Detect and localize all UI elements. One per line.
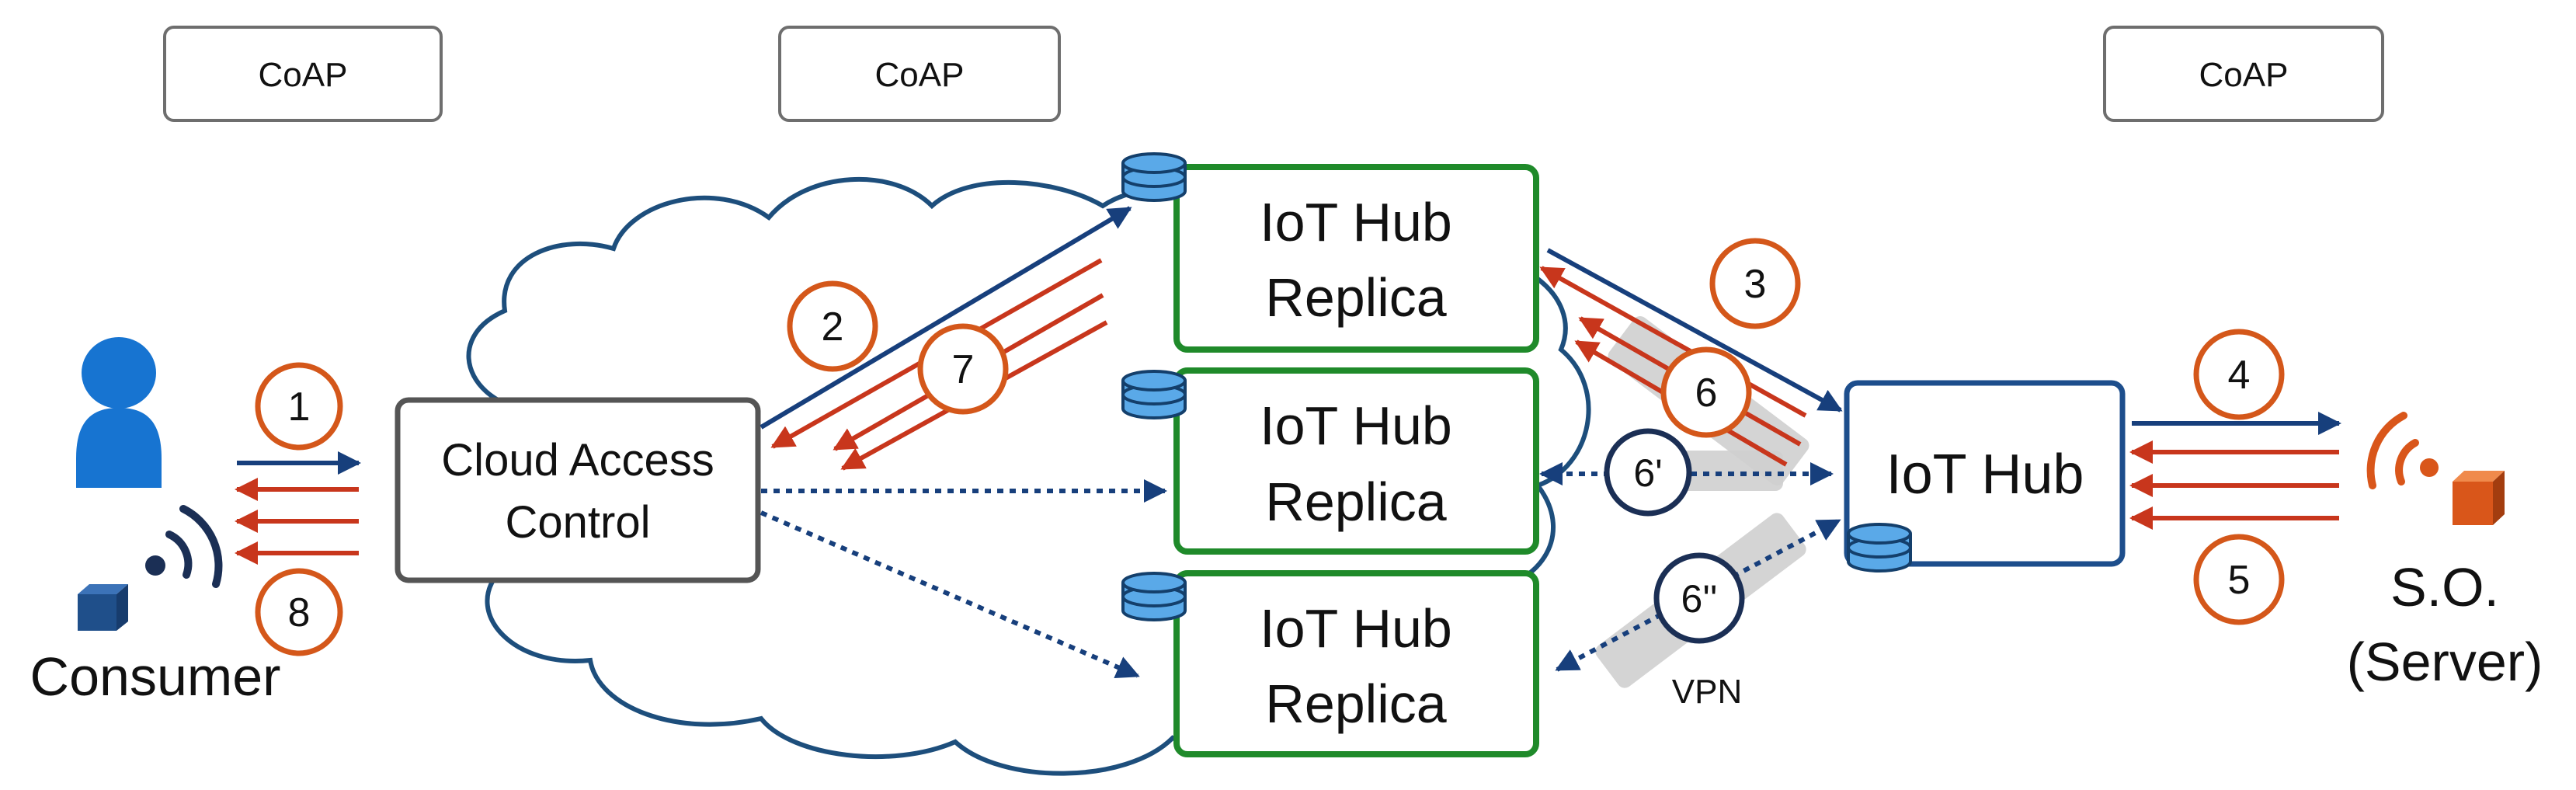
step-5-marker: 5 [2193, 534, 2285, 625]
protocol-box-right: CoAP [2103, 26, 2384, 122]
replica-label: IoT Hub [1260, 395, 1452, 456]
response-arrow [1539, 266, 1807, 418]
wifi-icon [145, 505, 223, 588]
protocol-box-middle: CoAP [778, 26, 1061, 122]
replica-label: IoT Hub [1260, 598, 1452, 659]
step-4-marker: 4 [2193, 329, 2285, 420]
person-icon [76, 337, 162, 488]
request-arrow [1546, 248, 1843, 412]
consumer-label: Consumer [30, 646, 281, 707]
protocol-label: CoAP [875, 56, 965, 94]
protocol-box-left: CoAP [163, 26, 443, 122]
step-3-marker: 3 [1709, 238, 1801, 329]
iot-hub-label: IoT Hub [1886, 444, 2084, 506]
iot-hub-replica-1: IoT Hub Replica [1173, 164, 1539, 353]
step-2-marker: 2 [787, 280, 878, 372]
alt-step-label: 6'' [1681, 577, 1718, 621]
step-number: 6 [1695, 371, 1718, 416]
iot-hub-replica-3: IoT Hub Replica [1173, 570, 1539, 757]
server-cube-icon [2453, 471, 2505, 525]
step-number: 4 [2228, 353, 2251, 398]
alt-step-label: 6' [1633, 451, 1662, 495]
replica-label: Replica [1265, 673, 1447, 734]
iot-hub-box: IoT Hub [1844, 380, 2126, 567]
step-number: 8 [288, 590, 311, 635]
server-label: (Server) [2347, 632, 2543, 692]
request-arrow [760, 206, 1132, 430]
cloud-access-control-box: Cloud Access Control [395, 397, 761, 583]
step-number: 7 [952, 347, 975, 392]
step-7-marker: 7 [917, 323, 1009, 415]
step-6-double-prime-marker: 6'' [1653, 552, 1745, 644]
replica-label: Replica [1265, 267, 1447, 328]
database-icon [1121, 572, 1187, 621]
protocol-label: CoAP [2199, 56, 2289, 94]
cloud-access-control-label: Control [506, 497, 651, 548]
database-icon [1847, 523, 1912, 572]
step-number: 5 [2228, 558, 2251, 603]
protocol-label: CoAP [259, 56, 348, 94]
database-icon [1121, 370, 1187, 419]
replica-label: IoT Hub [1260, 192, 1452, 252]
server-signal-icon [2366, 412, 2439, 489]
replica-label: Replica [1265, 472, 1447, 532]
step-6-marker: 6 [1660, 346, 1752, 438]
vpn-label: VPN [1672, 673, 1742, 711]
step-8-marker: 8 [255, 568, 343, 656]
device-cube-icon [78, 584, 128, 631]
step-number: 1 [288, 385, 311, 430]
step-number: 2 [822, 305, 844, 350]
step-6-prime-marker: 6' [1604, 428, 1692, 517]
iot-hub-replica-2: IoT Hub Replica [1173, 367, 1539, 555]
step-1-marker: 1 [255, 362, 343, 451]
database-icon [1121, 152, 1187, 202]
step-number: 3 [1744, 262, 1767, 307]
server-label: S.O. [2390, 557, 2499, 618]
cloud-access-control-label: Cloud Access [441, 435, 714, 485]
dotted-arrow [1555, 518, 1841, 672]
